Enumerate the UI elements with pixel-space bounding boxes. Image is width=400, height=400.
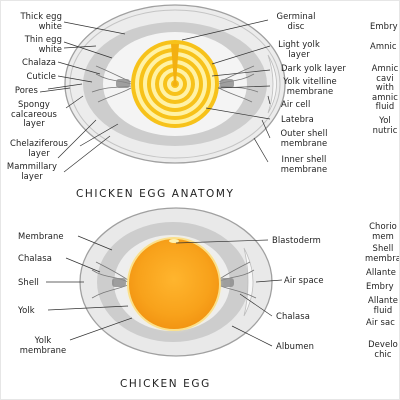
label-yolk: Yolk [18, 305, 35, 315]
label-albumen: Albumen [276, 341, 314, 351]
label-embryo-bottom-clipped: Embry [366, 281, 394, 291]
label-pores: Pores [14, 85, 38, 95]
top-egg-shell-inner-line [69, 9, 281, 159]
bottom-title: CHICKEN EGG [120, 378, 211, 390]
label-chelaziferous-layer: Chelaziferous layer [10, 138, 68, 158]
label-allantois-clipped: Allante [366, 267, 396, 277]
label-embryo-clipped: Embry [370, 21, 398, 31]
bottom-egg [79, 207, 273, 357]
label-chalaza: Chalaza [22, 57, 56, 67]
label-thick-egg-white: Thick egg white [20, 11, 62, 31]
label-dark-yolk-layer: Dark yolk layer [281, 63, 346, 73]
label-allantoic-fluid-clipped: Allante fluid [368, 295, 398, 315]
label-amniotic-clipped: Amnic [370, 41, 397, 51]
label-latebra: Latebra [281, 114, 314, 124]
label-yolk-membrane: Yolk membrane [19, 335, 67, 355]
label-shell: Shell [18, 277, 39, 287]
label-spongy-calcareous-layer: Spongy calcareous layer [10, 99, 57, 128]
label-cuticle: Cuticle [26, 71, 56, 81]
label-thin-egg-white: Thin egg white [24, 34, 62, 54]
label-yolk-vitelline-membrane: Yolk vitelline membrane [283, 76, 337, 96]
bottom-egg-yolk [127, 237, 221, 331]
label-shell-membrane-clipped: Shell membra [365, 243, 400, 263]
label-chalasa-left: Chalasa [18, 253, 52, 263]
top-leader-lines [39, 19, 271, 173]
label-light-yolk-layer: Light yolk layer [278, 39, 320, 59]
label-outer-shell-membrane: Outer shell membrane [280, 128, 328, 148]
top-egg-latebra [171, 44, 179, 84]
label-blastoderm: Blastoderm [272, 235, 321, 245]
label-membrane: Membrane [18, 231, 64, 241]
label-amniotic-cavity-clipped: Amnic cavi with amnic fluid [371, 63, 399, 111]
label-chorion-membrane-clipped: Chorio mem [369, 221, 397, 241]
label-air-space: Air space [284, 275, 324, 285]
label-chalasa-right: Chalasa [276, 311, 310, 321]
top-egg [64, 4, 286, 164]
label-developing-chick-clipped: Develo chic [368, 339, 398, 359]
label-air-cell: Air cell [281, 99, 311, 109]
top-title: CHICKEN EGG ANATOMY [76, 188, 235, 200]
label-germinal-disc: Germinal disc [276, 11, 316, 31]
bottom-egg-blastoderm [169, 239, 179, 243]
label-inner-shell-membrane: Inner shell membrane [280, 154, 328, 174]
label-air-sac-clipped: Air sac [366, 317, 395, 327]
bottom-leader-lines [46, 235, 283, 347]
label-mammillary-layer: Mammillary layer [6, 161, 58, 181]
top-egg-air-cell [267, 54, 277, 114]
label-yolk-nutrient-clipped: Yol nutric [372, 115, 398, 135]
bottom-egg-air-space [243, 247, 254, 317]
